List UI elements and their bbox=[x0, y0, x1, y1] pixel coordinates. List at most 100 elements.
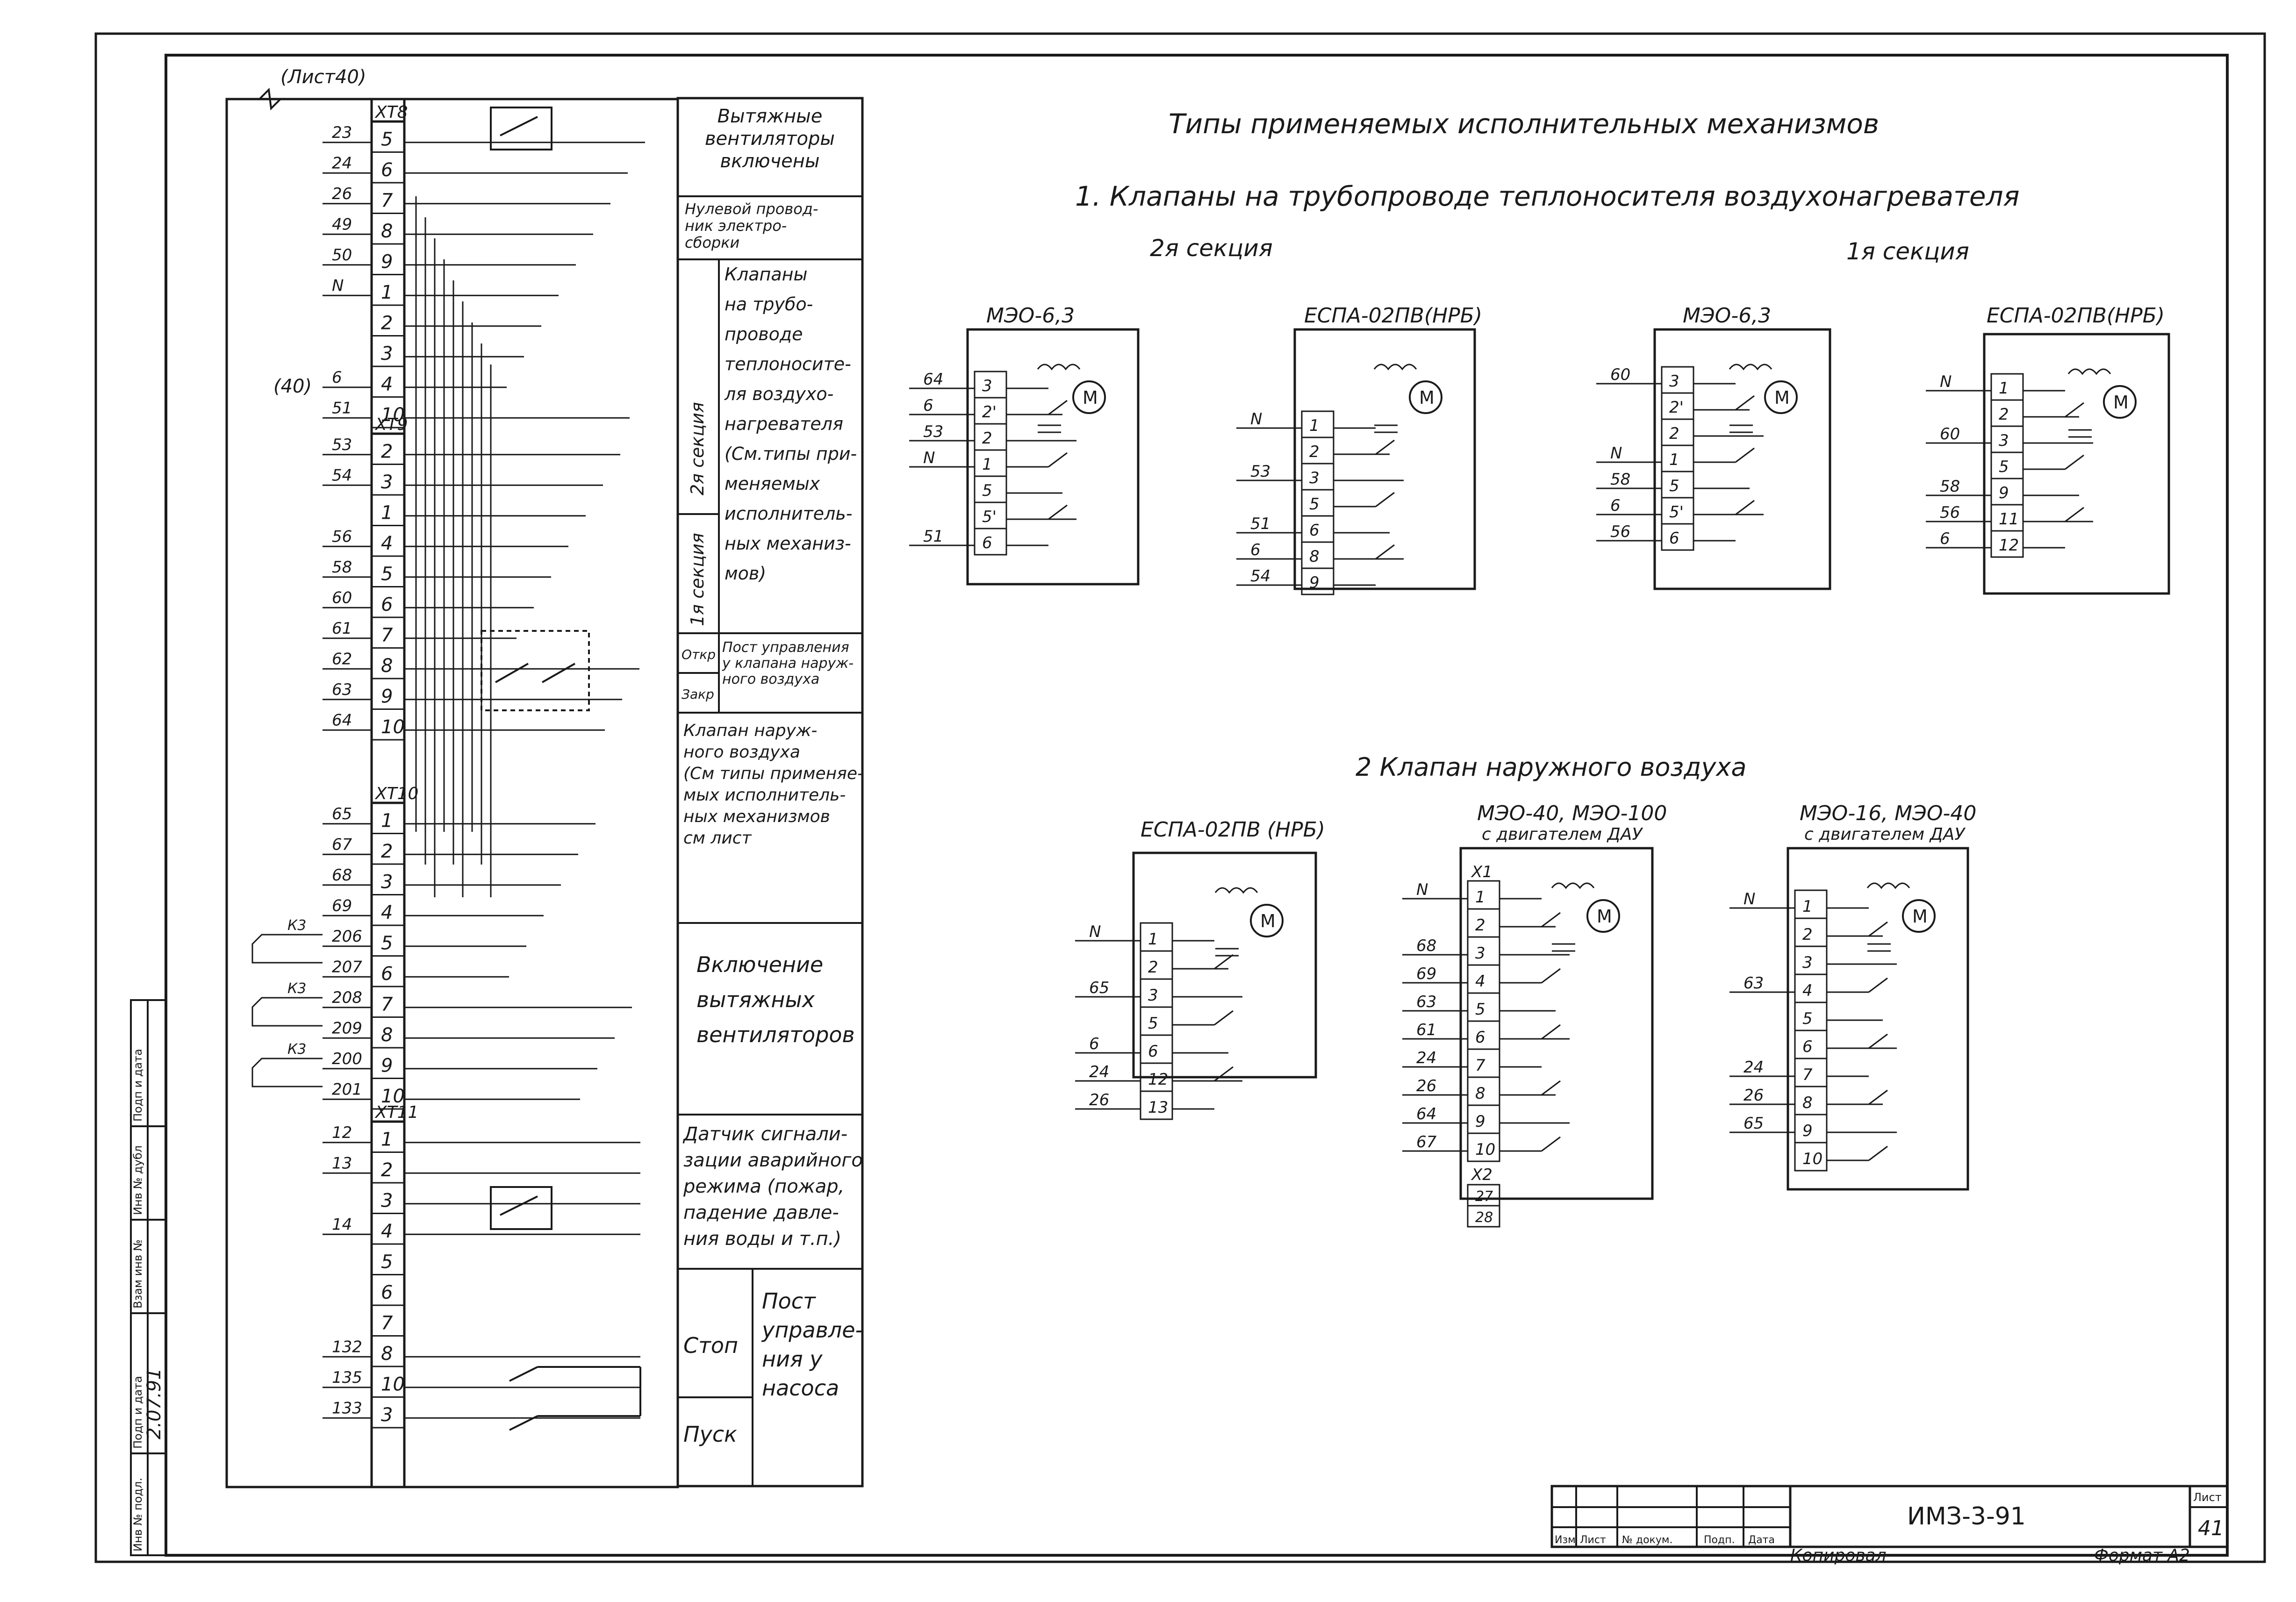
wire-label: 13 bbox=[332, 1154, 352, 1173]
tb-col-1: Лист bbox=[1580, 1534, 1606, 1546]
terminal-number: 10 bbox=[381, 716, 405, 738]
wire-label: 50 bbox=[332, 246, 352, 265]
mechanism-terminal-number: 9 bbox=[1475, 1112, 1485, 1131]
mechanism-wire-label: 63 bbox=[1416, 993, 1436, 1011]
legend-outdoor-1: ного воздуха bbox=[683, 743, 800, 762]
mechanism-terminal-number: 5 bbox=[1148, 1014, 1158, 1033]
mechanism-wire-label: 24 bbox=[1744, 1058, 1764, 1077]
legend-exhaust-1: вентиляторы bbox=[705, 128, 835, 150]
mechanism-terminal-number: 2 bbox=[1802, 925, 1813, 944]
internal-contact bbox=[1214, 1066, 1234, 1082]
motor-circle bbox=[1586, 899, 1620, 933]
legend-stop: Стоп bbox=[683, 1333, 738, 1358]
mechanism-wire-label: 6 bbox=[1250, 541, 1261, 559]
motor-symbol: M bbox=[1083, 387, 1098, 408]
wire-label: 63 bbox=[332, 680, 352, 699]
wire-label: 53 bbox=[332, 436, 352, 454]
motor-symbol: M bbox=[1260, 911, 1276, 931]
legend-start: Пуск bbox=[683, 1422, 737, 1447]
mechanism-terminal-number: 1 bbox=[1999, 379, 2009, 398]
pump-start-contact bbox=[509, 1415, 538, 1431]
winding-coil bbox=[1037, 364, 1081, 371]
terminal-number: 9 bbox=[381, 251, 393, 273]
wiring-frame bbox=[225, 98, 679, 1488]
legend-post-valve-2: ного воздуха bbox=[722, 671, 819, 687]
mechanism-terminal-number: 3 bbox=[982, 377, 992, 395]
legend-valves-1: на трубо- bbox=[725, 294, 813, 315]
legend-alarm-3: падение давле- bbox=[683, 1202, 839, 1223]
mechanism-terminal bbox=[1661, 523, 1694, 551]
side-stamp-0: Инв № подл. bbox=[131, 1478, 144, 1552]
mechanism-terminal-number: 9 bbox=[1309, 573, 1320, 592]
mechanism-terminal-number: 7 bbox=[1802, 1066, 1813, 1084]
wire-label: N bbox=[332, 276, 344, 295]
legend-fans-0: Включение bbox=[696, 952, 823, 977]
legend-alarm-4: ния воды и т.п.) bbox=[683, 1228, 841, 1250]
terminal-number: 8 bbox=[381, 221, 393, 242]
legend-post-valve-1: у клапана наруж- bbox=[722, 655, 854, 672]
tb-format: Формат А2 bbox=[2094, 1546, 2190, 1565]
mechanism-terminal-number: 2 bbox=[1669, 424, 1679, 443]
wire-label: 208 bbox=[332, 988, 362, 1007]
mechanism-wire-label: 65 bbox=[1089, 979, 1109, 997]
motor-circle bbox=[2103, 385, 2137, 419]
mechanism-title: МЭО-40, МЭО-100 bbox=[1477, 801, 1667, 825]
legend-valves-0: Клапаны bbox=[725, 264, 808, 285]
terminal-number: 6 bbox=[381, 594, 393, 615]
internal-contact bbox=[1541, 912, 1561, 928]
legend-outdoor-2: (См типы применяе- bbox=[683, 764, 863, 783]
mechanism-wire-label: 58 bbox=[1610, 470, 1630, 489]
k-label: К3 bbox=[287, 917, 306, 934]
wire-label: 6 bbox=[332, 368, 342, 387]
legend-exhaust-2: включены bbox=[720, 150, 820, 172]
wire-label: 49 bbox=[332, 215, 352, 234]
mechanism-terminal bbox=[1794, 1142, 1828, 1172]
winding-coil bbox=[1729, 364, 1772, 371]
mechanism-wire-label: 51 bbox=[1250, 515, 1270, 533]
wire-label: 68 bbox=[332, 866, 352, 885]
legend-valves-5: нагревателя bbox=[725, 414, 843, 434]
internal-contact bbox=[1048, 400, 1068, 415]
terminal-number: 3 bbox=[381, 872, 393, 893]
mechanism-title: МЭО-6,3 bbox=[986, 304, 1075, 328]
terminal-number: 8 bbox=[381, 1343, 393, 1365]
mechanism-title: ЕСПА-02ПВ(НРБ) bbox=[1987, 304, 2165, 328]
mechanism-terminal-number: 9 bbox=[1999, 484, 2009, 502]
mechanism-wire-label: N bbox=[1250, 410, 1262, 429]
internal-contact bbox=[1541, 1080, 1561, 1096]
mechanism-terminal-number: 2 bbox=[1999, 405, 2009, 424]
tb-col-0: Изм bbox=[1555, 1534, 1576, 1546]
internal-contact bbox=[2065, 507, 2084, 522]
alarm-contact-box bbox=[490, 1186, 552, 1230]
internal-contact bbox=[1214, 1010, 1234, 1026]
mechanism-wire-label: 26 bbox=[1089, 1091, 1109, 1109]
mechanism-terminal-number: 1 bbox=[1802, 897, 1813, 916]
terminal-block-name: XT10 bbox=[374, 784, 418, 803]
internal-contact bbox=[1375, 439, 1395, 455]
wire-label: 62 bbox=[332, 650, 352, 668]
wire-label: 56 bbox=[332, 527, 352, 546]
internal-contact bbox=[1735, 500, 1755, 515]
legend-neutral-1: ник электро- bbox=[685, 217, 787, 235]
x2-label: X2 bbox=[1471, 1166, 1492, 1184]
motor-circle bbox=[1409, 380, 1442, 414]
wire-label: 54 bbox=[332, 466, 352, 485]
legend-pump-0: Пост bbox=[762, 1288, 816, 1314]
mechanism-subtitle: с двигателем ДАУ bbox=[1482, 825, 1643, 844]
mechanism-terminal-number: 5' bbox=[1669, 503, 1684, 522]
wire-label: 135 bbox=[332, 1368, 362, 1387]
side-stamp-1: Подп и дата bbox=[131, 1376, 144, 1449]
legend-pump-2: ния у bbox=[762, 1346, 823, 1372]
mechanism-terminal-number: 3 bbox=[1999, 431, 2009, 450]
terminal-number: 6 bbox=[381, 963, 393, 985]
internal-contact bbox=[1735, 447, 1755, 463]
terminal-number: 1 bbox=[381, 282, 393, 303]
terminal-number: 10 bbox=[381, 404, 405, 426]
terminal-number: 9 bbox=[381, 686, 393, 708]
internal-contact bbox=[1868, 1033, 1888, 1049]
mechanism-terminal bbox=[1140, 1090, 1173, 1120]
mechanism-title: МЭО-6,3 bbox=[1683, 304, 1771, 328]
terminal-number: 7 bbox=[381, 190, 393, 212]
top-ref: (Лист40) bbox=[280, 66, 366, 88]
